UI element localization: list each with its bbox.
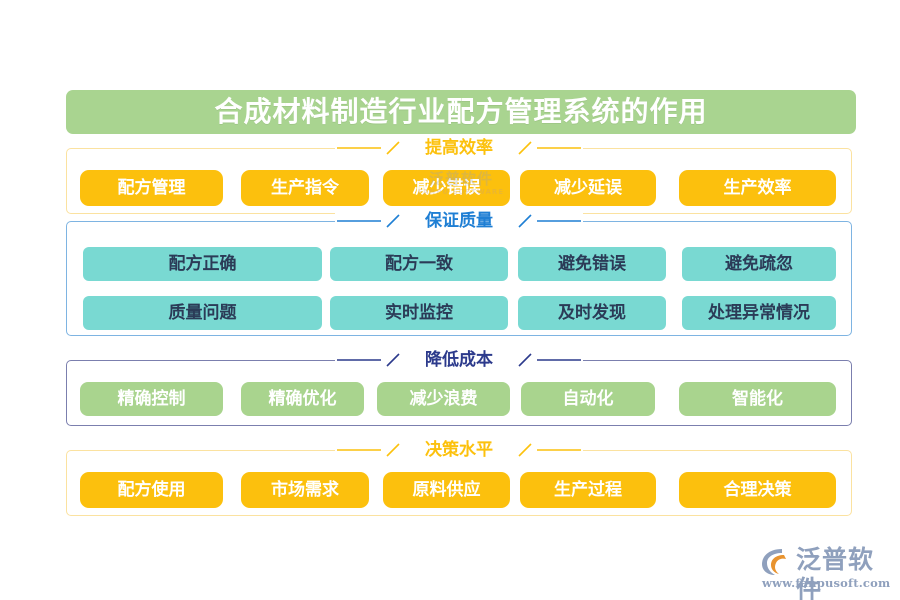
chip-decision-2[interactable]: 原料供应 bbox=[383, 472, 510, 508]
chip-cost-2[interactable]: 减少浪费 bbox=[377, 382, 510, 416]
chip-label: 减少延误 bbox=[554, 177, 622, 198]
heading-ornament-right-icon bbox=[507, 351, 583, 369]
brand-url: www.fanpusoft.com bbox=[762, 576, 891, 590]
chip-cost-1[interactable]: 精确优化 bbox=[241, 382, 364, 416]
chip-label: 配方正确 bbox=[168, 253, 237, 274]
fanpu-swoosh-icon bbox=[760, 547, 794, 577]
chip-label: 精确优化 bbox=[268, 388, 337, 409]
brand-logo: 泛普软件 www.fanpusoft.com bbox=[760, 545, 892, 600]
chip-decision-4[interactable]: 合理决策 bbox=[679, 472, 836, 508]
chip-decision-0[interactable]: 配方使用 bbox=[80, 472, 223, 508]
chip-efficiency-3[interactable]: 减少延误 bbox=[520, 170, 656, 206]
chip-quality-7[interactable]: 处理异常情况 bbox=[682, 296, 836, 330]
chip-efficiency-4[interactable]: 生产效率 bbox=[679, 170, 836, 206]
chip-label: 自动化 bbox=[562, 388, 614, 409]
chip-label: 市场需求 bbox=[271, 479, 339, 500]
section-heading-label-efficiency: 提高效率 bbox=[411, 136, 507, 160]
chip-label: 实时监控 bbox=[385, 302, 453, 323]
chip-label: 生产效率 bbox=[723, 177, 792, 198]
chip-label: 避免错误 bbox=[558, 253, 626, 274]
chip-label: 配方使用 bbox=[117, 479, 186, 500]
page-title-banner: 合成材料制造行业配方管理系统的作用 bbox=[66, 90, 856, 134]
section-heading-efficiency: 提高效率 bbox=[67, 136, 851, 160]
chip-decision-1[interactable]: 市场需求 bbox=[241, 472, 369, 508]
chip-label: 减少浪费 bbox=[409, 388, 478, 409]
heading-ornament-left-icon bbox=[335, 441, 411, 459]
section-heading-decision: 决策水平 bbox=[67, 438, 851, 462]
chip-decision-3[interactable]: 生产过程 bbox=[520, 472, 656, 508]
chip-quality-5[interactable]: 实时监控 bbox=[330, 296, 508, 330]
chip-efficiency-0[interactable]: 配方管理 bbox=[80, 170, 223, 206]
chip-quality-1[interactable]: 配方一致 bbox=[330, 247, 508, 281]
chip-label: 配方一致 bbox=[385, 253, 453, 274]
chip-quality-6[interactable]: 及时发现 bbox=[518, 296, 666, 330]
heading-ornament-right-icon bbox=[507, 139, 583, 157]
section-heading-label-decision: 决策水平 bbox=[411, 438, 507, 462]
brand-name: 泛普软件 bbox=[796, 545, 875, 600]
section-heading-label-cost: 降低成本 bbox=[411, 348, 507, 372]
chip-cost-3[interactable]: 自动化 bbox=[521, 382, 655, 416]
heading-ornament-left-icon bbox=[335, 212, 411, 230]
chip-efficiency-2[interactable]: 减少错误 bbox=[383, 170, 510, 206]
chip-label: 配方管理 bbox=[117, 177, 186, 198]
chip-cost-0[interactable]: 精确控制 bbox=[80, 382, 223, 416]
chip-efficiency-1[interactable]: 生产指令 bbox=[241, 170, 369, 206]
chip-quality-3[interactable]: 避免疏忽 bbox=[682, 247, 836, 281]
page-title: 合成材料制造行业配方管理系统的作用 bbox=[214, 95, 708, 128]
chip-label: 减少错误 bbox=[412, 177, 481, 198]
chip-quality-2[interactable]: 避免错误 bbox=[518, 247, 666, 281]
chip-label: 合理决策 bbox=[723, 479, 792, 500]
chip-quality-0[interactable]: 配方正确 bbox=[83, 247, 322, 281]
chip-label: 及时发现 bbox=[558, 302, 626, 323]
section-heading-cost: 降低成本 bbox=[67, 348, 851, 372]
heading-ornament-right-icon bbox=[507, 441, 583, 459]
heading-ornament-right-icon bbox=[507, 212, 583, 230]
chip-label: 生产过程 bbox=[554, 479, 622, 500]
chip-cost-4[interactable]: 智能化 bbox=[679, 382, 836, 416]
chip-label: 生产指令 bbox=[271, 177, 339, 198]
chip-label: 精确控制 bbox=[117, 388, 186, 409]
chip-label: 质量问题 bbox=[168, 302, 237, 323]
chip-label: 避免疏忽 bbox=[725, 253, 793, 274]
chip-quality-4[interactable]: 质量问题 bbox=[83, 296, 322, 330]
heading-ornament-left-icon bbox=[335, 351, 411, 369]
chip-label: 处理异常情况 bbox=[708, 302, 810, 323]
heading-ornament-left-icon bbox=[335, 139, 411, 157]
chip-label: 原料供应 bbox=[412, 479, 481, 500]
chip-label: 智能化 bbox=[732, 388, 783, 409]
